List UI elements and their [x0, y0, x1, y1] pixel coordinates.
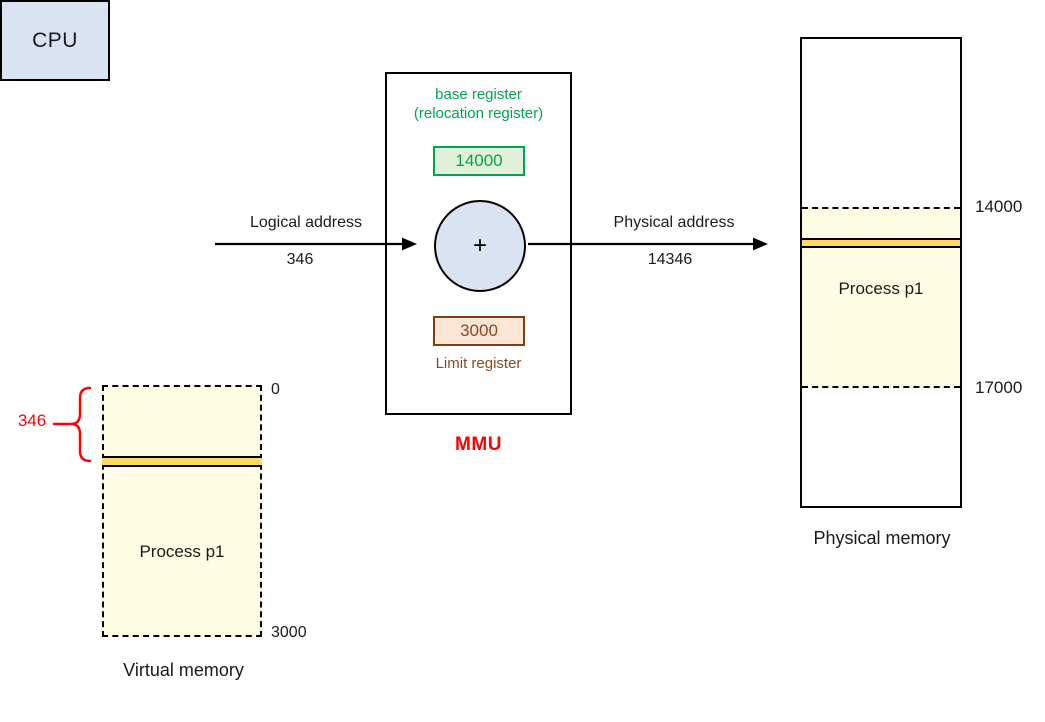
- logical-address-value: 346: [286, 251, 314, 268]
- virtual-address-strip: [102, 456, 262, 467]
- cpu-label: CPU: [32, 28, 78, 52]
- adder-circle: +: [434, 200, 526, 292]
- limit-register-value: 3000: [433, 316, 525, 346]
- virtual-top-label: 0: [271, 381, 280, 398]
- physical-address-strip: [802, 238, 960, 248]
- physical-base-boundary-label: 14000: [975, 197, 1023, 216]
- mmu-title: MMU: [455, 434, 502, 455]
- logical-address-label: Logical address: [249, 214, 363, 231]
- physical-memory-caption: Physical memory: [813, 528, 951, 548]
- base-register-value: 14000: [433, 146, 525, 176]
- virtual-memory-caption: Virtual memory: [123, 660, 244, 680]
- physical-memory-box: Process p1: [800, 37, 962, 508]
- physical-address-value: 14346: [647, 251, 693, 268]
- physical-address-label: Physical address: [613, 214, 735, 231]
- virtual-bottom-label: 3000: [271, 624, 307, 641]
- plus-icon: +: [472, 232, 487, 259]
- offset-brace: [52, 386, 92, 463]
- limit-register-caption: Limit register: [435, 355, 522, 372]
- physical-process-label: Process p1: [838, 279, 924, 298]
- cpu-box: CPU: [0, 0, 110, 81]
- virtual-offset-label: 346: [17, 411, 47, 430]
- physical-process-region: [802, 207, 960, 388]
- mmu-box: base register (relocation register) 1400…: [385, 72, 572, 415]
- physical-limit-boundary-label: 17000: [975, 378, 1023, 397]
- virtual-process-label: Process p1: [139, 542, 225, 561]
- virtual-memory-box: Process p1: [102, 385, 262, 637]
- base-register-caption-line2: (relocation register): [413, 104, 544, 122]
- base-register-caption: base register (relocation register): [387, 86, 570, 124]
- base-register-caption-line1: base register: [435, 86, 522, 103]
